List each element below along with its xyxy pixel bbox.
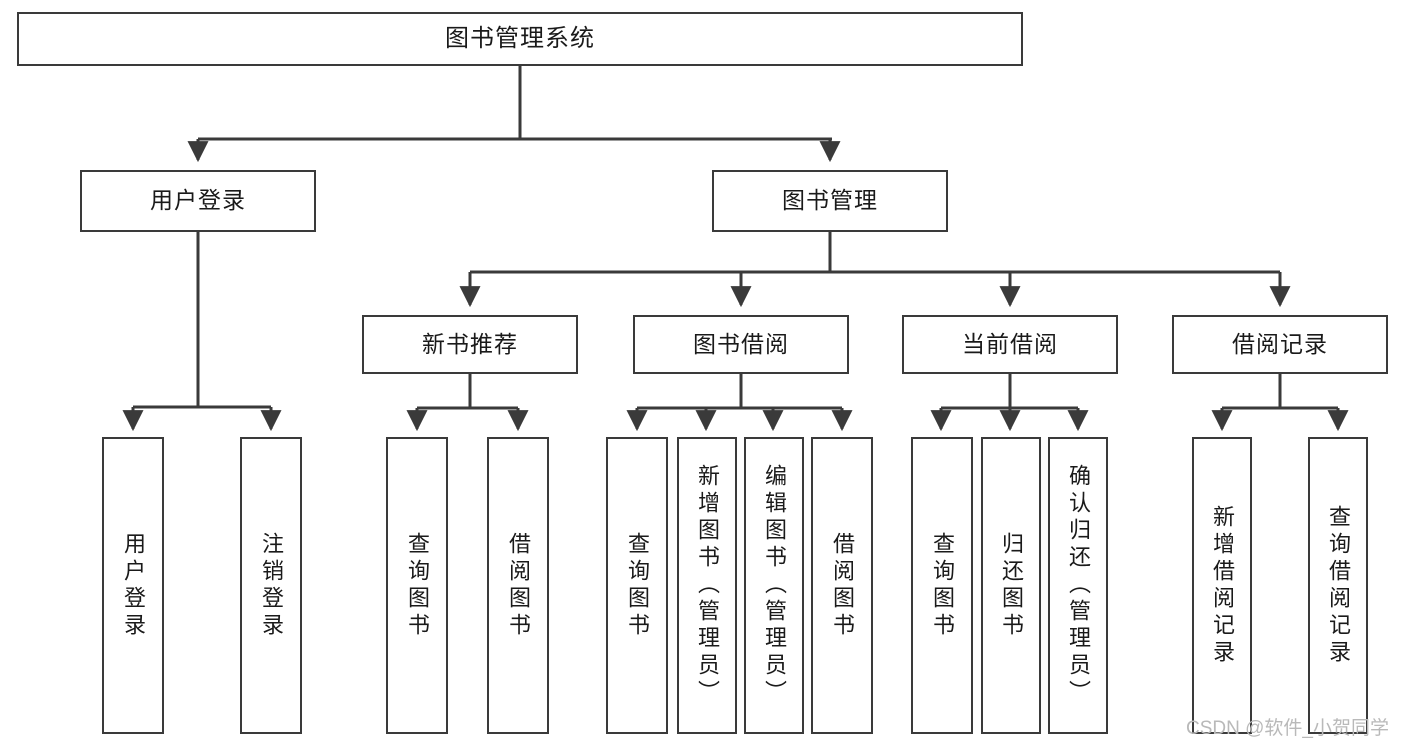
node-leaf-confirm-return[interactable]: 确认归还（管理员） bbox=[1048, 437, 1108, 734]
node-leaf-edit-book-label: 编辑图书（管理员） bbox=[762, 464, 787, 707]
node-book-borrow[interactable]: 图书借阅 bbox=[633, 315, 849, 374]
watermark: CSDN @软件_小贺同学 bbox=[1186, 718, 1389, 739]
node-borrow-record[interactable]: 借阅记录 bbox=[1172, 315, 1388, 374]
node-root-label: 图书管理系统 bbox=[445, 24, 595, 52]
node-new-book-recommend[interactable]: 新书推荐 bbox=[362, 315, 578, 374]
node-borrow-record-label: 借阅记录 bbox=[1232, 330, 1328, 357]
node-leaf-add-book[interactable]: 新增图书（管理员） bbox=[677, 437, 737, 734]
node-leaf-query-record-label: 查询借阅记录 bbox=[1326, 504, 1351, 667]
node-current-borrow[interactable]: 当前借阅 bbox=[902, 315, 1118, 374]
node-leaf-query-book-1[interactable]: 查询图书 bbox=[386, 437, 448, 734]
node-leaf-query-book-1-label: 查询图书 bbox=[405, 531, 430, 640]
node-leaf-query-book-2-label: 查询图书 bbox=[625, 531, 650, 640]
node-leaf-confirm-return-label: 确认归还（管理员） bbox=[1066, 464, 1091, 707]
node-leaf-query-book-2[interactable]: 查询图书 bbox=[606, 437, 668, 734]
node-root[interactable]: 图书管理系统 bbox=[17, 12, 1023, 66]
node-leaf-logout-label: 注销登录 bbox=[259, 531, 284, 640]
node-leaf-user-login[interactable]: 用户登录 bbox=[102, 437, 164, 734]
node-leaf-return-book[interactable]: 归还图书 bbox=[981, 437, 1041, 734]
node-leaf-add-record-label: 新增借阅记录 bbox=[1210, 504, 1235, 667]
node-book-manage[interactable]: 图书管理 bbox=[712, 170, 948, 232]
node-leaf-edit-book[interactable]: 编辑图书（管理员） bbox=[744, 437, 804, 734]
node-leaf-query-book-3-label: 查询图书 bbox=[930, 531, 955, 640]
node-user-login-label: 用户登录 bbox=[150, 187, 246, 214]
node-current-borrow-label: 当前借阅 bbox=[962, 330, 1058, 357]
node-book-manage-label: 图书管理 bbox=[782, 187, 878, 214]
node-leaf-add-book-label: 新增图书（管理员） bbox=[695, 464, 720, 707]
node-new-book-recommend-label: 新书推荐 bbox=[422, 330, 518, 357]
node-leaf-borrow-book-2-label: 借阅图书 bbox=[830, 531, 855, 640]
node-leaf-user-login-label: 用户登录 bbox=[121, 531, 146, 640]
node-leaf-add-record[interactable]: 新增借阅记录 bbox=[1192, 437, 1252, 734]
node-leaf-logout[interactable]: 注销登录 bbox=[240, 437, 302, 734]
node-leaf-return-book-label: 归还图书 bbox=[999, 531, 1024, 640]
node-leaf-borrow-book-1-label: 借阅图书 bbox=[506, 531, 531, 640]
node-leaf-query-book-3[interactable]: 查询图书 bbox=[911, 437, 973, 734]
node-book-borrow-label: 图书借阅 bbox=[693, 330, 789, 357]
node-leaf-query-record[interactable]: 查询借阅记录 bbox=[1308, 437, 1368, 734]
node-leaf-borrow-book-1[interactable]: 借阅图书 bbox=[487, 437, 549, 734]
node-leaf-borrow-book-2[interactable]: 借阅图书 bbox=[811, 437, 873, 734]
node-user-login[interactable]: 用户登录 bbox=[80, 170, 316, 232]
